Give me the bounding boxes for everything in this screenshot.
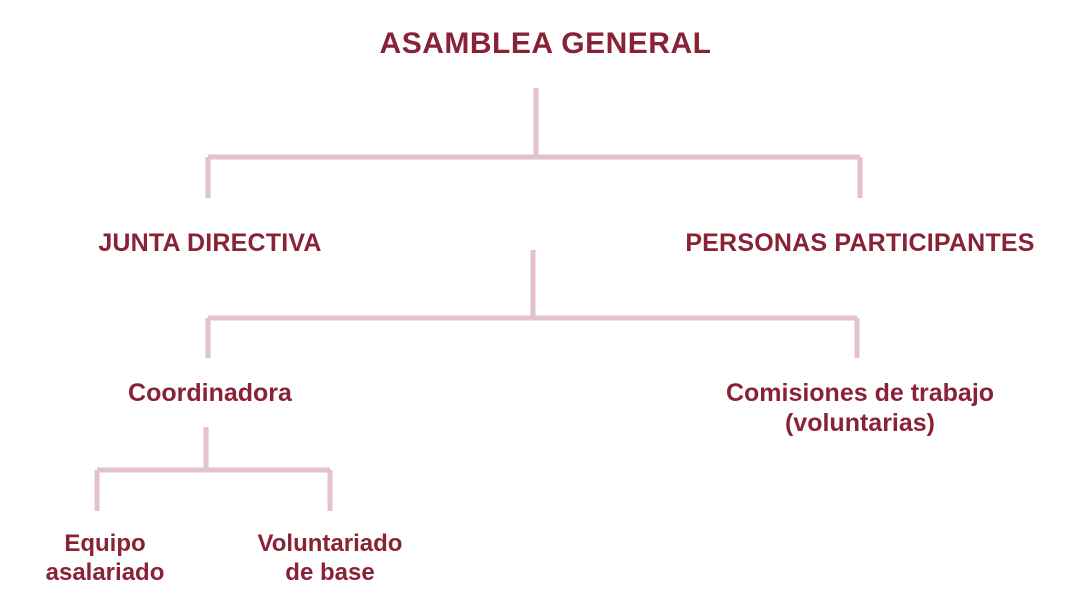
node-personas-participantes: PERSONAS PARTICIPANTES	[650, 228, 1070, 258]
node-equipo-asalariado: Equipo asalariado	[10, 530, 200, 588]
node-label: JUNTA DIRECTIVA	[98, 229, 322, 257]
node-label-line-1: Voluntariado	[257, 530, 403, 557]
node-label-line-2: asalariado	[45, 558, 165, 586]
node-label: ASAMBLEA GENERAL	[379, 27, 712, 60]
node-label-line-2: (voluntarias)	[784, 409, 936, 437]
connector-asamblea	[205, 88, 863, 198]
node-asamblea-general: ASAMBLEA GENERAL	[0, 26, 1091, 62]
node-voluntariado-de-base: Voluntariado de base	[220, 530, 440, 588]
node-label: PERSONAS PARTICIPANTES	[685, 229, 1035, 257]
connector-level-1	[205, 250, 860, 358]
node-label-line-1: Comisiones de trabajo	[725, 379, 995, 407]
connector-coordinadora	[94, 427, 333, 511]
node-junta-directiva: JUNTA DIRECTIVA	[40, 228, 380, 258]
node-coordinadora: Coordinadora	[60, 378, 360, 408]
node-comisiones-de-trabajo: Comisiones de trabajo (voluntarias)	[660, 378, 1060, 438]
node-label-line-2: de base	[285, 558, 375, 586]
node-label: Coordinadora	[128, 379, 292, 407]
node-label-line-1: Equipo	[64, 530, 146, 557]
